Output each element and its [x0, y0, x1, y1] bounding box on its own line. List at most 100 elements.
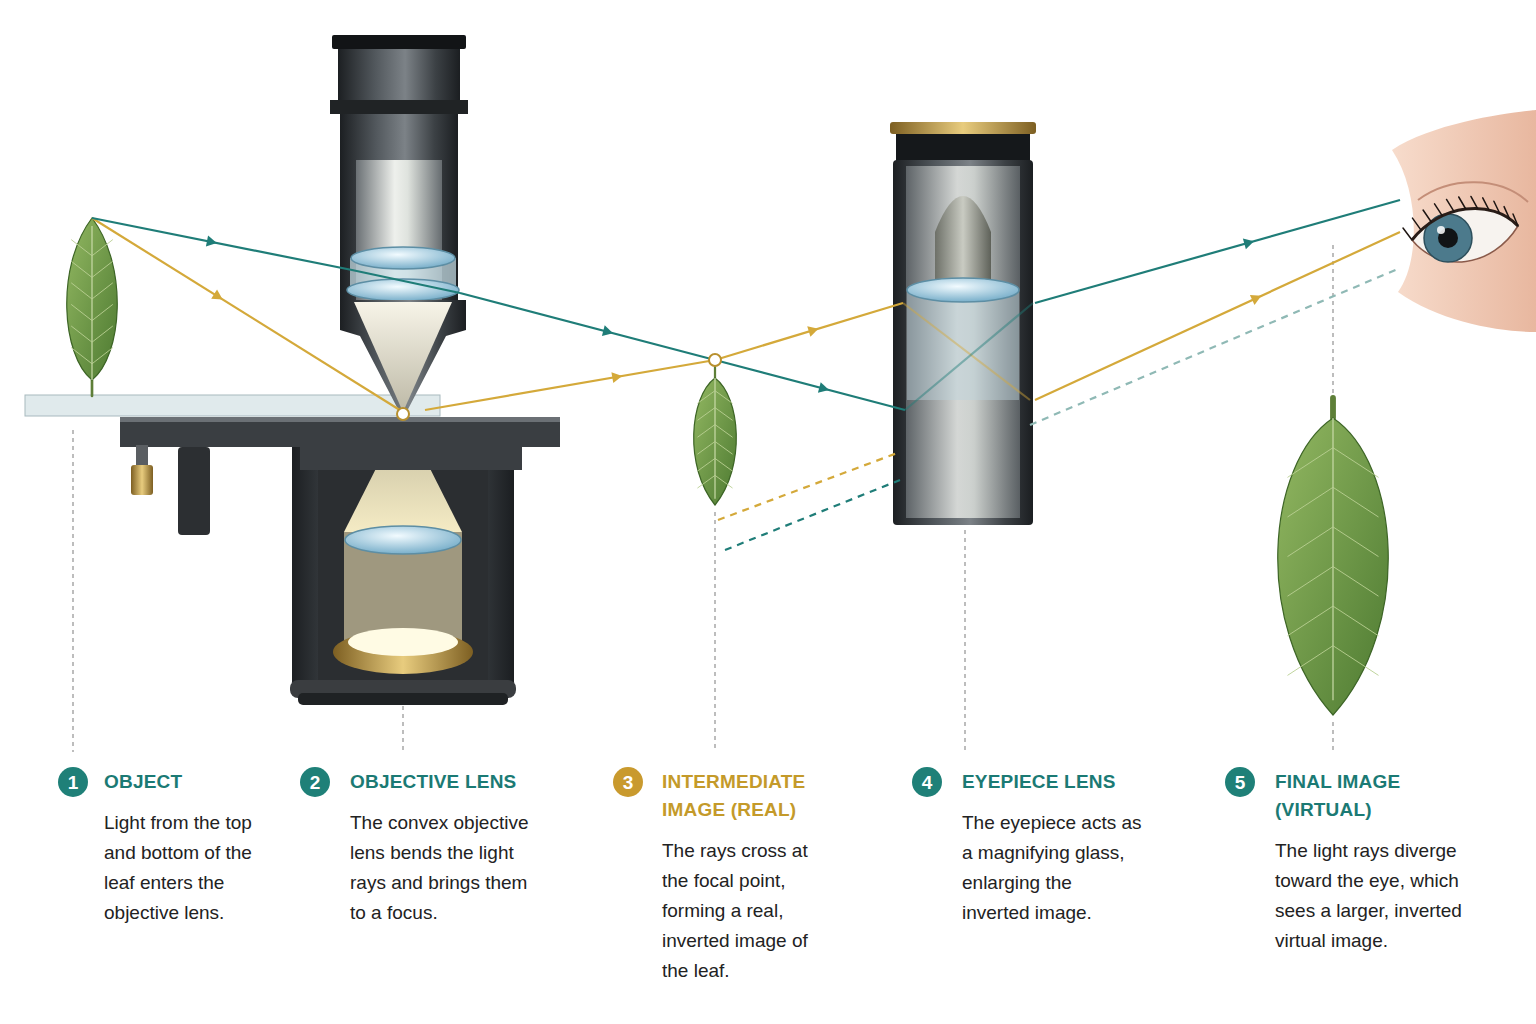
leaf-vein [71, 283, 92, 299]
leaf-vein [1288, 448, 1334, 478]
leaf-vein [1333, 448, 1379, 478]
ray-arrowhead [206, 236, 217, 247]
leaf-vein [697, 475, 715, 488]
leaf-vein [715, 442, 733, 455]
leaf-vein [92, 283, 113, 299]
leaf-vein [1288, 567, 1334, 597]
leaf-vein [697, 442, 715, 455]
light-ray [1035, 200, 1400, 303]
eye [1392, 110, 1536, 332]
light-source [348, 628, 458, 656]
eyelash [1435, 204, 1443, 216]
leaf-vein [1333, 646, 1379, 676]
eyepiece-lens [907, 278, 1019, 302]
leaf-vein [715, 391, 733, 404]
eye-white [1412, 208, 1518, 262]
leaf [1278, 398, 1388, 715]
eyepiece-cap [890, 122, 1036, 134]
leader-line [72, 430, 73, 752]
eyelash [1494, 201, 1500, 213]
focal-point [709, 354, 721, 366]
stage-screw [136, 445, 148, 467]
callout-circle: 2 [300, 767, 330, 797]
stage-edge [120, 417, 560, 422]
eyelash [1412, 218, 1421, 230]
callout-number: 2 [310, 773, 321, 792]
callout-number: 4 [922, 773, 933, 792]
leaf-vein [71, 326, 92, 342]
callout-column: OBJECTIVE LENS The convex objective lens … [350, 768, 535, 928]
eyelash [1471, 196, 1478, 208]
light-ray [1035, 232, 1400, 400]
leaf-vein [715, 458, 733, 471]
callout-number: 3 [623, 773, 634, 792]
light-ray [92, 218, 460, 293]
callout-column: EYEPIECE LENS The eyepiece acts as a magn… [962, 768, 1142, 928]
leaf-vein [1333, 606, 1379, 636]
leaf-vein [92, 348, 113, 364]
leaf-midrib [91, 226, 92, 380]
virtual-ray [725, 480, 900, 550]
leaf-blade [694, 378, 737, 505]
callout-heading: OBJECTIVE LENS [350, 768, 535, 796]
callout-heading: FINAL IMAGE (VIRTUAL) [1275, 768, 1470, 824]
leaf-vein [1288, 646, 1334, 676]
callout-column: FINAL IMAGE (VIRTUAL) The light rays dive… [1275, 768, 1470, 956]
eyelash [1459, 197, 1466, 209]
leaf-vein [92, 304, 113, 320]
base-plate [298, 693, 508, 705]
condenser-lens [345, 526, 461, 554]
eyelash [1403, 228, 1412, 240]
upper-lid [1412, 208, 1518, 240]
eyelash [1504, 207, 1509, 219]
objective-barrel [340, 114, 458, 304]
leaf-stem [91, 380, 94, 396]
callout-description: The light rays diverge toward the eye, w… [1275, 836, 1470, 956]
eyelash [1513, 214, 1518, 226]
ray-arrowhead [1243, 239, 1254, 250]
leader-line [964, 530, 965, 752]
eyelash [1423, 210, 1431, 222]
ray-arrowhead [1250, 295, 1261, 305]
callout-circle: 5 [1225, 767, 1255, 797]
callout-description: The eyepiece acts as a magnifying glass,… [962, 808, 1142, 928]
ray-arrowhead [602, 325, 613, 336]
leaf-vein [715, 475, 733, 488]
leaf-vein [71, 304, 92, 320]
eyelash [1483, 198, 1489, 210]
glass-slide [25, 395, 440, 416]
virtual-ray [1030, 268, 1400, 425]
leaf-vein [1333, 487, 1379, 517]
leaf-vein [715, 425, 733, 438]
callout-description: The convex objective lens bends the ligh… [350, 808, 535, 928]
eye-skin [1392, 110, 1536, 332]
light-ray [460, 293, 905, 410]
leaf [67, 218, 118, 396]
leaf-vein [697, 391, 715, 404]
focus-knob [131, 465, 153, 495]
ray-arrowhead [807, 326, 818, 337]
leaf-vein [1333, 567, 1379, 597]
leaf-vein [71, 348, 92, 364]
leader-line [714, 512, 715, 752]
leaf-vein [1288, 527, 1334, 557]
focus-cone [354, 302, 452, 412]
eyepiece-tube [893, 160, 1033, 525]
callout-heading: EYEPIECE LENS [962, 768, 1142, 796]
callout-number: 1 [68, 773, 79, 792]
stage-clamp [178, 447, 210, 535]
leaf-vein [715, 408, 733, 421]
callout-heading: OBJECT [104, 768, 274, 796]
leaf-vein [92, 240, 113, 256]
callout-column: INTERMEDIATE IMAGE (REAL)The rays cross … [662, 768, 837, 986]
light-ray [905, 303, 1033, 410]
callout-description: Light from the top and bottom of the lea… [104, 808, 274, 928]
callout-number: 5 [1235, 773, 1246, 792]
leaf-blade [1278, 418, 1388, 715]
ray-arrowhead [211, 290, 222, 300]
leaf-vein [1288, 487, 1334, 517]
lens-glass [907, 290, 1019, 400]
callout-circle: 3 [613, 767, 643, 797]
leaf-stem [1330, 398, 1336, 418]
